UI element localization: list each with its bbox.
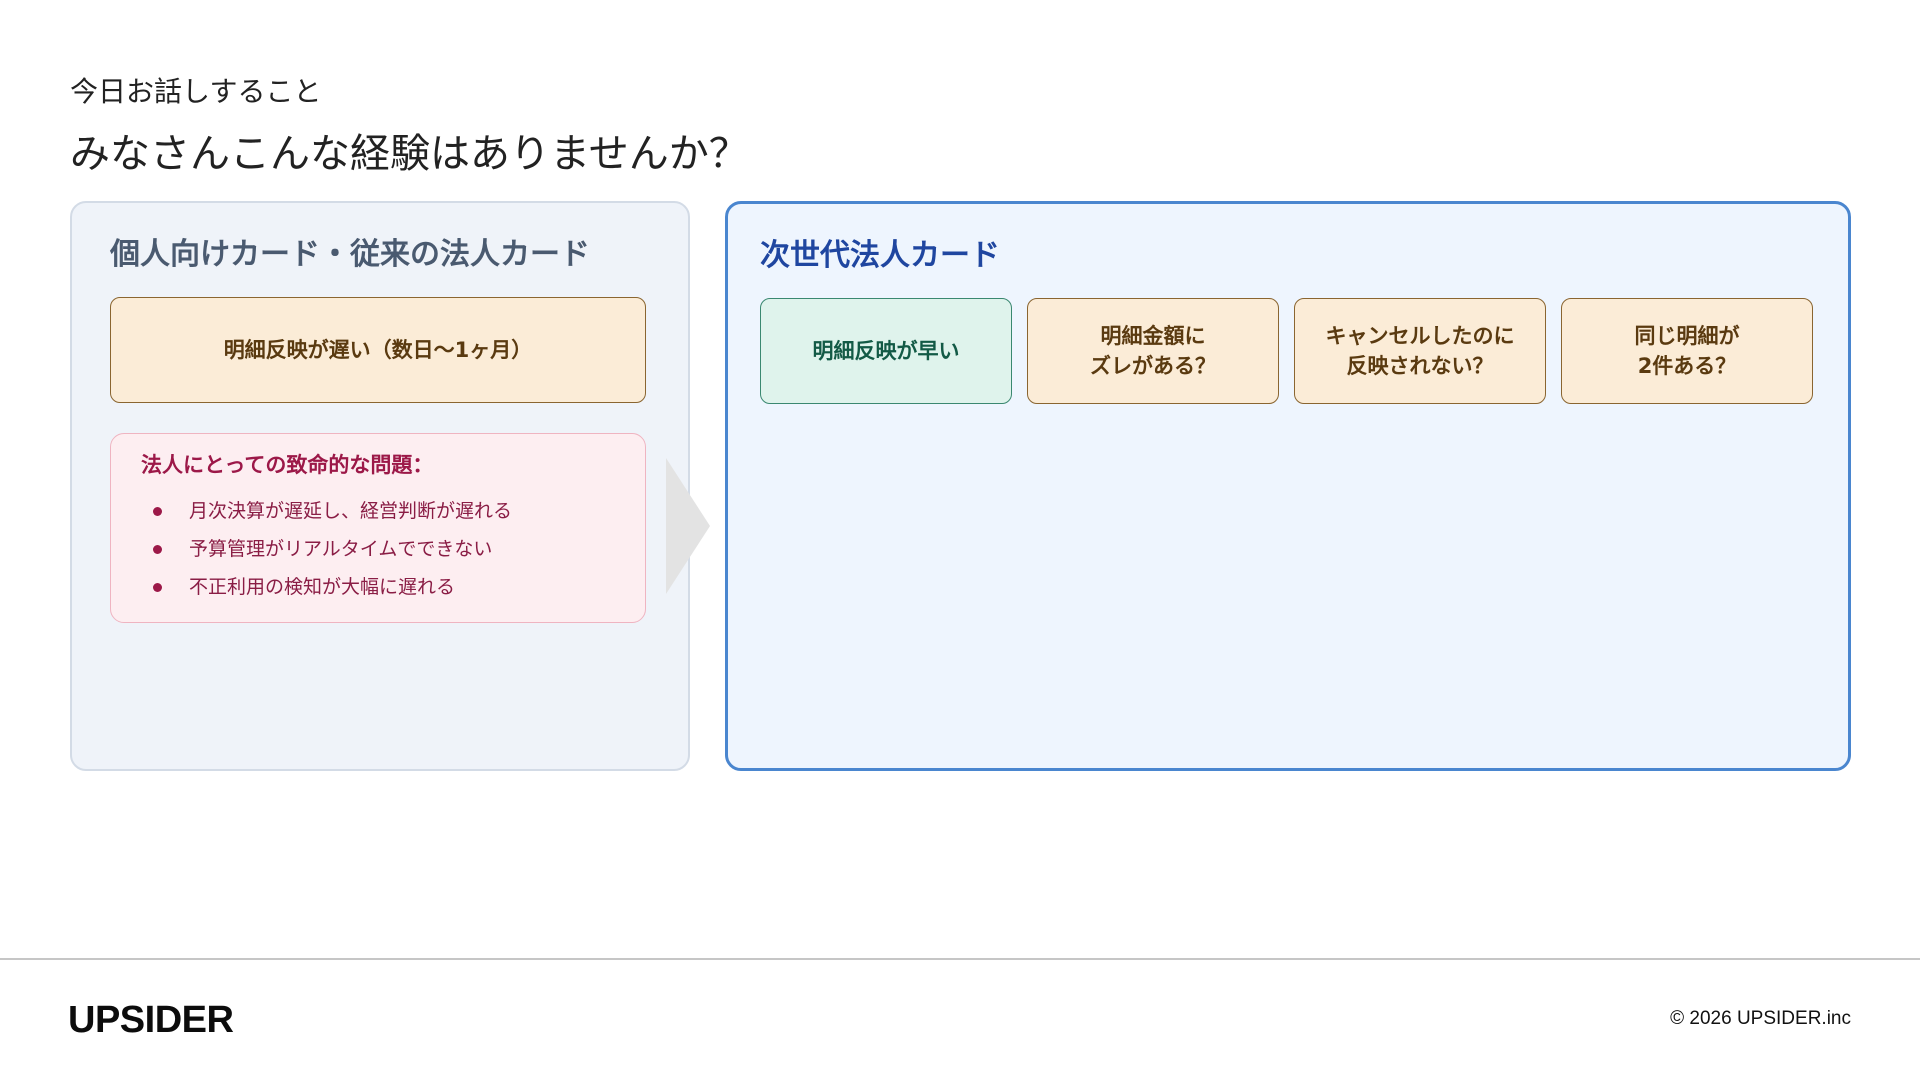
footer-divider xyxy=(0,958,1920,960)
problem-item: 予算管理がリアルタイムでできない xyxy=(141,530,512,568)
upsider-logo: UPSIDER xyxy=(68,999,234,1041)
next-gen-card-panel: 次世代法人カード 明細反映が早い 明細金額に ズレがある？ キャンセルしたのに … xyxy=(725,201,1851,771)
cancel-not-reflected-tag: キャンセルしたのに 反映されない？ xyxy=(1294,298,1546,404)
fast-statement-tag: 明細反映が早い xyxy=(760,298,1012,404)
problem-item-text: 不正利用の検知が大幅に遅れる xyxy=(189,576,456,598)
problem-item-text: 予算管理がリアルタイムでできない xyxy=(189,538,493,560)
problem-item: 不正利用の検知が大幅に遅れる xyxy=(141,568,512,606)
critical-problem-box: 法人にとっての致命的な問題： 月次決算が遅延し、経営判断が遅れる 予算管理がリア… xyxy=(110,433,646,623)
problem-item-text: 月次決算が遅延し、経営判断が遅れる xyxy=(189,500,513,522)
critical-problem-title: 法人にとっての致命的な問題： xyxy=(141,453,434,477)
bullet-icon xyxy=(153,545,162,554)
copyright-text: © 2026 UPSIDER.inc xyxy=(1670,1008,1851,1029)
critical-problem-list: 月次決算が遅延し、経営判断が遅れる 予算管理がリアルタイムでできない 不正利用の… xyxy=(141,492,512,606)
legacy-card-panel: 個人向けカード・従来の法人カード 明細反映が遅い（数日〜1ヶ月） 法人にとっての… xyxy=(70,201,690,771)
slide-title: みなさんこんな経験はありませんか？ xyxy=(70,131,749,177)
duplicate-statement-tag: 同じ明細が 2件ある？ xyxy=(1561,298,1813,404)
slide-subtitle: 今日お話しすること xyxy=(70,75,322,108)
amount-mismatch-tag: 明細金額に ズレがある？ xyxy=(1027,298,1279,404)
next-gen-card-panel-title: 次世代法人カード xyxy=(760,238,1000,273)
problem-item: 月次決算が遅延し、経営判断が遅れる xyxy=(141,492,512,530)
bullet-icon xyxy=(153,583,162,592)
bullet-icon xyxy=(153,507,162,516)
arrow-right-icon xyxy=(666,458,710,594)
legacy-card-panel-title: 個人向けカード・従来の法人カード xyxy=(110,237,590,272)
slow-statement-tag: 明細反映が遅い（数日〜1ヶ月） xyxy=(110,297,646,403)
